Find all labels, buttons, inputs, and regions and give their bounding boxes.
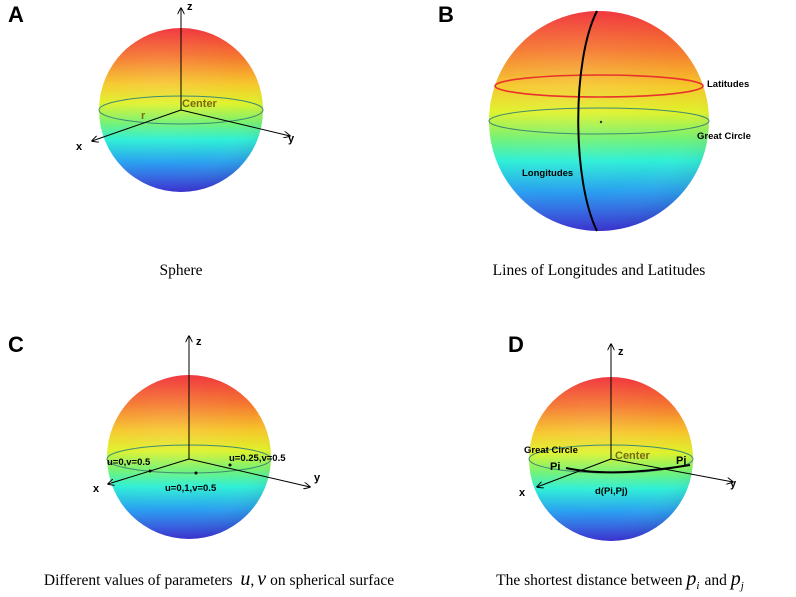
panel-a-y-label: y <box>288 133 295 145</box>
panel-d-y-label: y <box>730 478 737 490</box>
panel-c-x-axis <box>108 458 190 484</box>
panel-c-caption-u: u <box>240 568 250 590</box>
panel-a-x-label: x <box>76 141 83 153</box>
panel-a: A z y x Center r Sphere <box>8 1 295 279</box>
panel-b-letter: B <box>438 2 454 27</box>
panel-b-longitudes-label: Longitudes <box>522 168 573 179</box>
panel-d-geodesic-arc <box>565 464 691 474</box>
panel-d-y-axis <box>610 458 733 482</box>
panel-b-great-circle <box>488 107 710 135</box>
panel-c: C z y x u=0,v=0.5 u=0.25,v=0.5 u=0,1,v=0… <box>8 332 394 590</box>
panel-d-great-circle-label: Great Circle <box>524 445 578 456</box>
panel-b-center-dot <box>599 120 603 124</box>
panel-a-x-axis <box>92 109 182 141</box>
panel-b-latitude-line <box>494 74 704 98</box>
panel-c-point-1-label: u=0,v=0.5 <box>107 457 151 468</box>
panel-b-longitude-line <box>577 10 598 232</box>
panel-d-x-label: x <box>519 487 526 499</box>
panel-b: B Latitudes Great Circle Longitudes Line… <box>438 2 751 279</box>
panel-b-great-circle-label: Great Circle <box>697 131 751 142</box>
panel-c-caption-text: Different values of parameters <box>44 572 233 589</box>
panel-d-pj-label: Pj <box>676 455 686 467</box>
panel-a-letter: A <box>8 2 24 27</box>
panel-a-z-label: z <box>187 1 193 13</box>
panel-b-latitudes-label: Latitudes <box>707 79 749 90</box>
panel-c-point-3-label: u=0,1,v=0.5 <box>165 483 217 494</box>
panel-d-center-label: Center <box>615 450 651 462</box>
panel-c-point-1 <box>148 469 152 473</box>
panel-d-letter: D <box>508 332 524 357</box>
panel-d-pi-label: Pi <box>550 461 560 473</box>
panel-d-caption-sub-i: i <box>696 580 699 592</box>
panel-c-point-2-label: u=0.25,v=0.5 <box>229 453 286 464</box>
panel-c-caption-v: v <box>257 568 266 590</box>
panel-a-center-label: Center <box>182 98 218 110</box>
panel-d-caption-text: The shortest distance between <box>496 572 683 589</box>
panel-d-caption-p-i: p <box>684 568 696 590</box>
panel-c-y-label: y <box>314 472 321 484</box>
panel-d-x-axis <box>537 458 612 487</box>
panel-c-caption-tail: on spherical surface <box>270 572 394 589</box>
panel-a-caption: Sphere <box>159 262 202 279</box>
panel-c-letter: C <box>8 332 24 357</box>
panel-b-sphere-shade <box>489 11 709 231</box>
panel-c-y-axis <box>188 458 310 487</box>
panel-c-x-label: x <box>93 483 100 495</box>
panel-c-point-2 <box>228 463 232 467</box>
panel-d-caption-p-j: p <box>729 568 741 590</box>
panel-c-point-3 <box>194 471 198 475</box>
panel-c-z-label: z <box>196 336 202 348</box>
panel-a-y-axis <box>180 109 290 136</box>
panel-d: D z y x Great Circle Center Pi Pj d(Pi,P… <box>496 332 744 592</box>
panel-d-caption-and: and <box>704 572 727 589</box>
panel-d-distance-label: d(Pi,Pj) <box>595 486 628 497</box>
panel-d-z-label: z <box>618 346 624 358</box>
panel-b-caption: Lines of Longitudes and Latitudes <box>493 262 706 279</box>
panel-c-caption-sep: , <box>250 572 254 589</box>
panel-d-caption-sub-j: j <box>739 580 744 592</box>
panel-a-radius-label: r <box>141 110 146 122</box>
